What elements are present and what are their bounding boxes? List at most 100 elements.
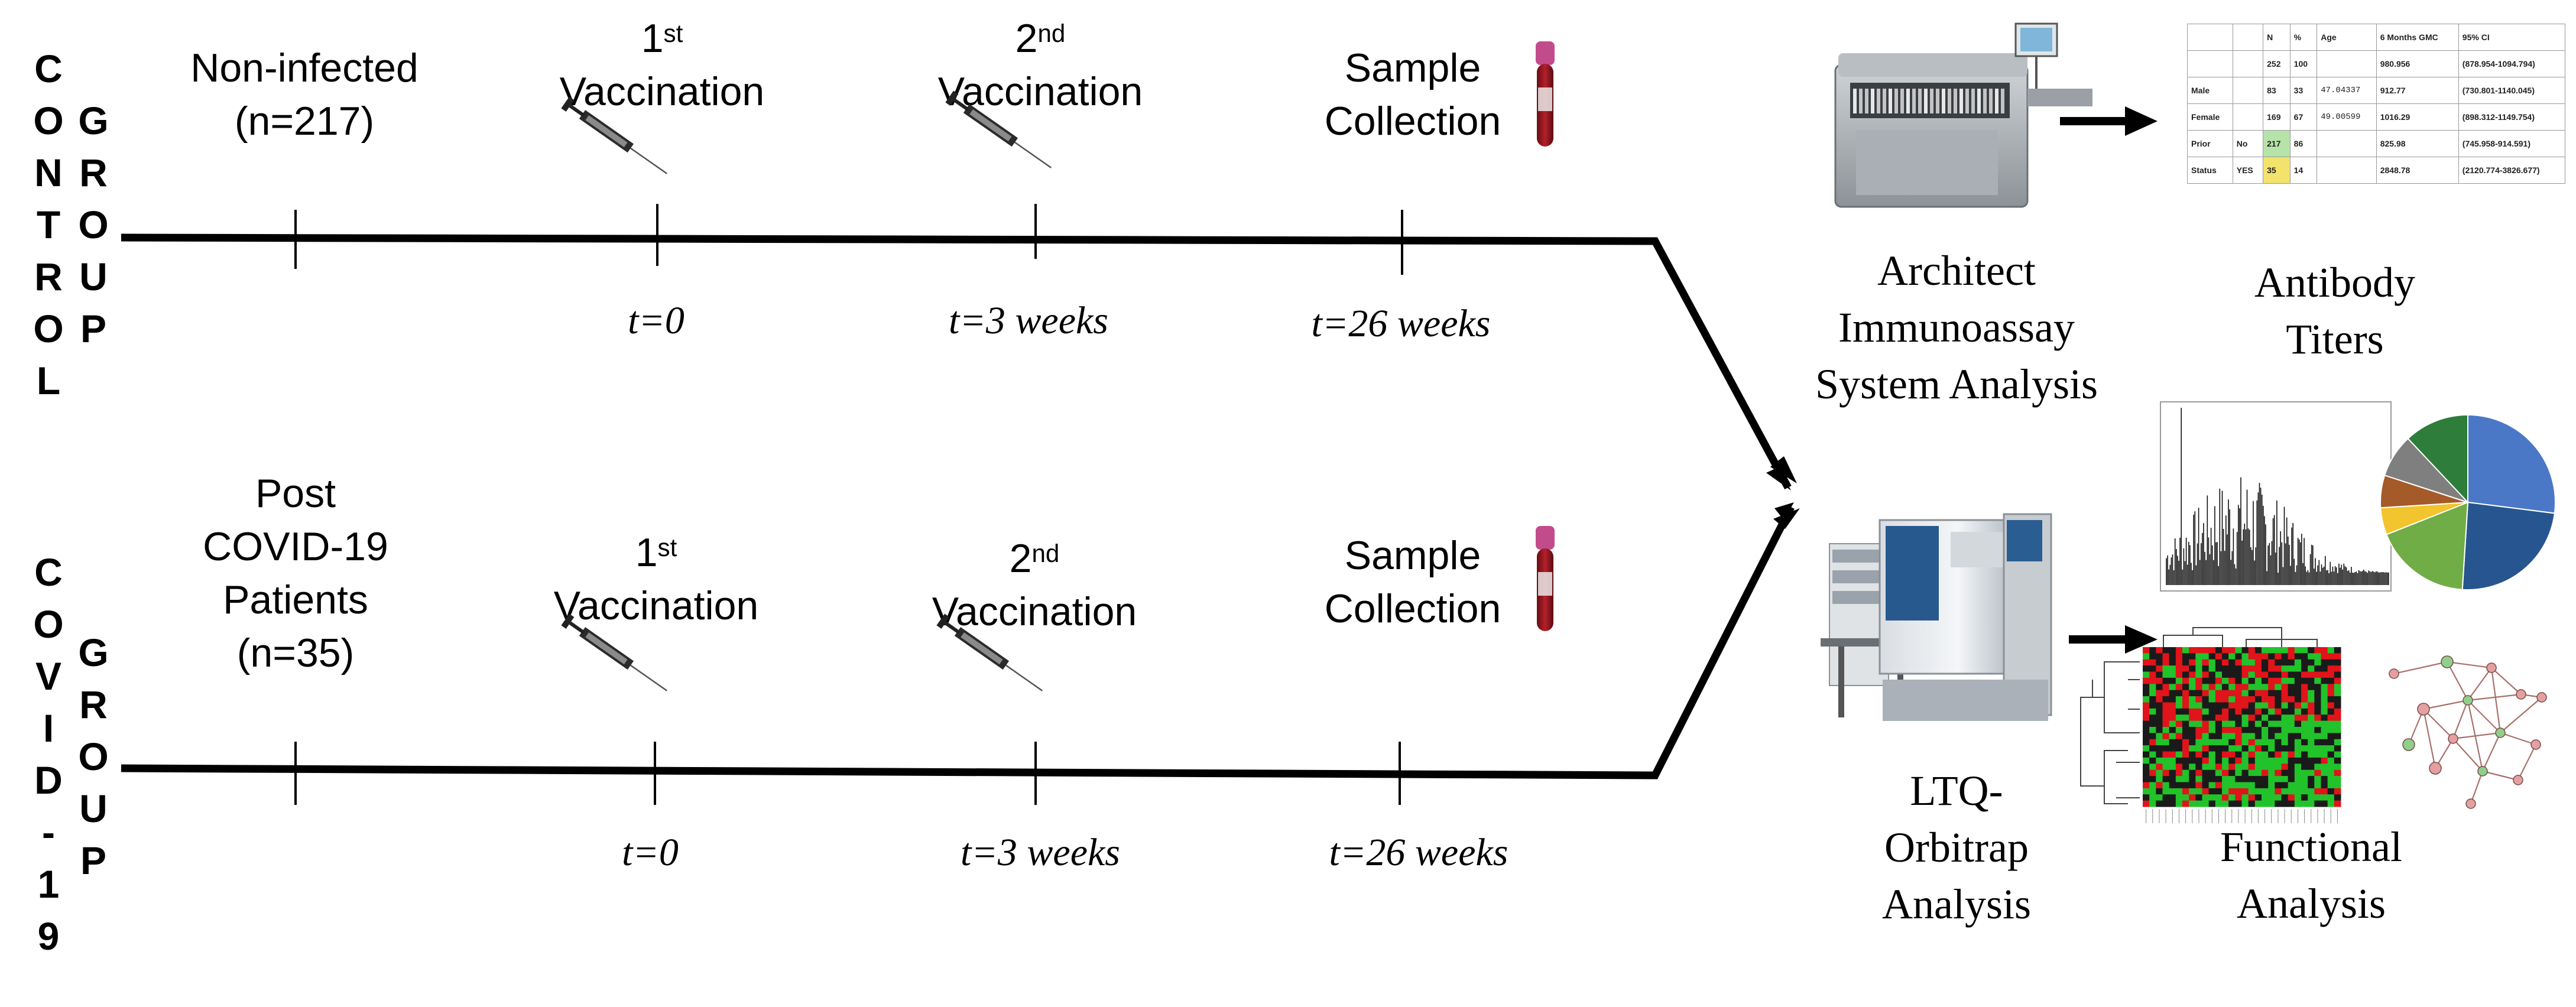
network-node	[2536, 692, 2547, 703]
heatmap-thumbnail	[2080, 627, 2341, 823]
table-cell: 83	[2263, 77, 2291, 104]
side-label-letter: N	[34, 151, 63, 194]
side-label-letter: -	[42, 810, 55, 854]
table-cell: (730.801-1140.045)	[2458, 77, 2566, 104]
side-label-letter: G	[78, 631, 109, 674]
table-cell: (745.958-914.591)	[2458, 130, 2566, 157]
control-time-3weeks: t=3 weeks	[949, 299, 1108, 342]
table-cell: 47.04337	[2317, 77, 2377, 104]
dendrogram	[2163, 627, 2318, 647]
instrument-icon	[1834, 22, 2092, 208]
table-cell: (898.312-1149.754)	[2458, 103, 2566, 131]
arrow-icon	[1770, 456, 1797, 483]
side-label-letter: O	[33, 307, 64, 350]
network-node	[2429, 762, 2442, 775]
network-node	[2389, 668, 2399, 679]
ltq-orbitrap-label: LTQ- Orbitrap Analysis	[1882, 767, 2031, 928]
arrow-icon	[1766, 467, 1791, 490]
table-cell: 2848.78	[2376, 157, 2459, 184]
side-label-letter: 1	[37, 862, 60, 906]
control-time-26weeks: t=26 weeks	[1311, 302, 1491, 345]
pie-slice	[2467, 414, 2556, 514]
side-label-letter: O	[78, 735, 109, 778]
table-cell: 14	[2289, 157, 2318, 184]
table-cell: YES	[2232, 157, 2264, 184]
side-label-letter: R	[79, 151, 108, 194]
table-cell: 825.98	[2376, 130, 2459, 157]
control-cohort-label: Non-infected (n=217)	[190, 46, 418, 144]
side-label-letter: I	[43, 706, 54, 750]
table-cell	[2317, 130, 2377, 157]
syringe-icon	[561, 613, 668, 691]
arrow-icon	[1773, 508, 1800, 529]
side-label-letter: O	[78, 203, 109, 246]
side-label-letter: P	[80, 307, 107, 350]
network-node	[2516, 689, 2526, 700]
network-node	[2530, 739, 2541, 750]
side-label-letter: R	[34, 255, 63, 298]
network-node	[2402, 738, 2415, 751]
side-label-letter: R	[79, 683, 108, 726]
side-label-letter: 9	[37, 914, 60, 958]
side-label-letter: P	[80, 839, 107, 882]
covid-sample-collection-label: Sample Collection	[1324, 533, 1501, 631]
dendrogram	[2080, 661, 2140, 804]
syringe-icon	[936, 613, 1043, 691]
covid-time-t0: t=0	[622, 831, 679, 874]
side-label-letter: L	[36, 359, 61, 402]
covid-timeline	[121, 505, 1795, 805]
network-node	[2417, 703, 2430, 716]
table-cell: 95% CI	[2458, 24, 2566, 51]
arrow-icon	[1774, 502, 1794, 520]
table-cell: 67	[2289, 103, 2318, 131]
network-node	[2513, 775, 2523, 785]
table-cell: 86	[2289, 130, 2318, 157]
side-label-letter: C	[34, 550, 63, 594]
table-cell: 252	[2263, 50, 2291, 77]
table-cell: Status	[2187, 157, 2233, 184]
syringe-icon	[561, 96, 668, 174]
side-label-letter: U	[79, 787, 108, 830]
network-node	[2441, 655, 2454, 668]
table-cell: Prior	[2187, 130, 2233, 157]
table-cell: (2120.774-3826.677)	[2458, 157, 2566, 184]
network-node	[2465, 798, 2476, 809]
table-cell: %	[2289, 24, 2318, 51]
control-timeline	[121, 204, 1792, 490]
functional-analysis-label: Functional Analysis	[2220, 823, 2402, 927]
blood-tube-icon	[1536, 526, 1555, 631]
control-first-vaccination-label: 1st Vaccination	[559, 16, 765, 114]
side-label-letter: O	[33, 99, 64, 142]
table-cell	[2232, 50, 2264, 77]
antibody-titers-label: Antibody Titers	[2254, 259, 2415, 363]
syringe-icon	[945, 90, 1052, 168]
side-label-letter: D	[34, 758, 63, 802]
table-cell	[2232, 77, 2264, 104]
architect-analysis-label: Architect Immunoassay System Analysis	[1815, 247, 2098, 408]
table-cell	[2317, 157, 2377, 184]
table-cell	[2232, 24, 2264, 51]
pie-slice	[2386, 501, 2469, 590]
pie-chart-thumbnail	[2379, 414, 2556, 590]
table-cell: 1016.29	[2376, 103, 2459, 131]
mass-spectrum-thumbnail	[2160, 401, 2392, 592]
covid-second-vaccination-label: 2nd Vaccination	[932, 536, 1137, 634]
side-label-letter: G	[78, 99, 109, 142]
control-sample-collection-label: Sample Collection	[1324, 46, 1501, 144]
side-label-letter: U	[79, 255, 108, 298]
table-cell: 217	[2263, 130, 2291, 157]
table-cell: (878.954-1094.794)	[2458, 50, 2566, 77]
control-time-t0: t=0	[628, 299, 684, 342]
table-cell: 35	[2263, 157, 2291, 184]
side-label-letter: V	[35, 654, 62, 698]
pie-slice	[2461, 501, 2555, 590]
